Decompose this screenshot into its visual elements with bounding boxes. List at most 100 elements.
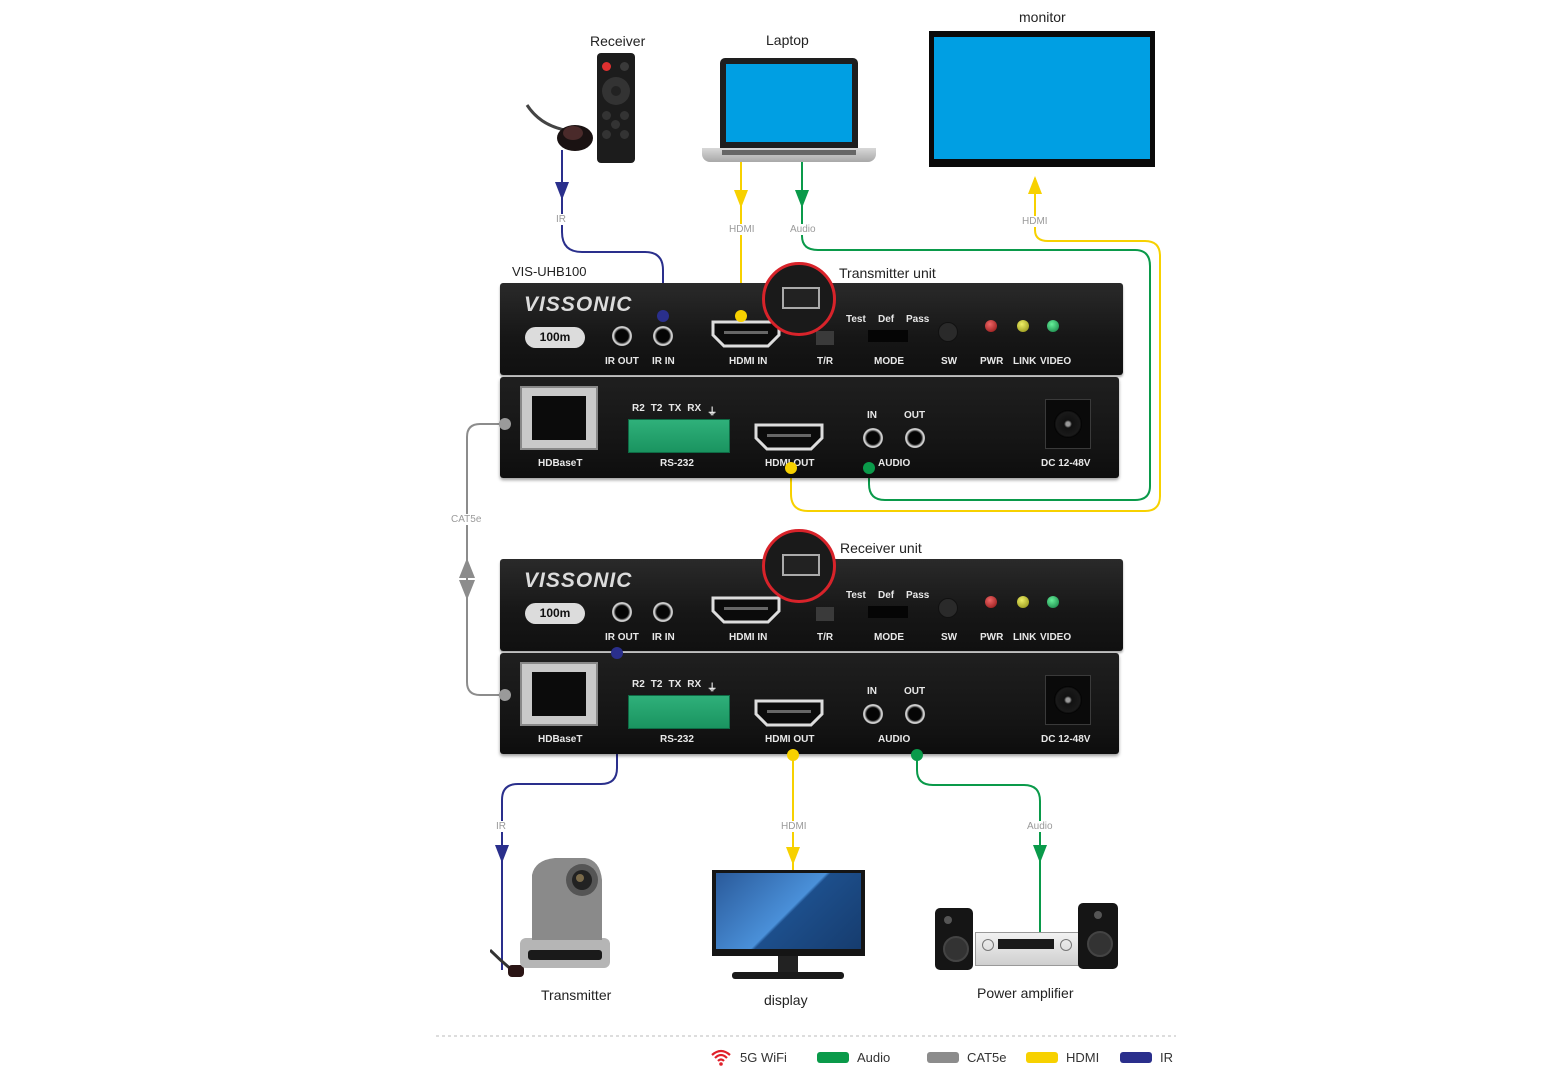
distance-badge: 100m [525,603,585,624]
pwr-led [985,596,997,608]
audio-label: AUDIO [878,734,911,745]
audio-out-port[interactable] [905,428,925,448]
audio-out-port[interactable] [905,704,925,724]
wire-label-ir-top: IR [555,214,567,225]
tr-label: T/R [817,632,834,643]
hdbaset-port[interactable] [520,662,598,726]
tr-label: T/R [817,356,834,367]
sw-button[interactable] [938,598,958,618]
link-led [1017,596,1029,608]
legend-label-audio: Audio [857,1049,891,1065]
hdmi-out-port[interactable] [753,422,825,452]
pin-r2-label: R2 [632,679,645,690]
dc-power-port[interactable] [1045,399,1091,449]
legend-item-ir: IR [1120,1049,1173,1065]
wire-label-audio-laptop: Audio [789,224,817,235]
sw-label: SW [941,356,958,367]
remote-control-icon [597,53,635,163]
pin-tx-label: TX [668,403,682,414]
audio-in-port[interactable] [863,704,883,724]
hdbaset-label: HDBaseT [538,734,583,745]
mode-def-label: Def [878,590,895,601]
mode-switch[interactable] [868,606,908,618]
right-speaker-icon [1078,903,1118,969]
dc-label: DC 12-48V [1041,458,1091,469]
brand-logo: VISSONIC [524,293,633,316]
link-label: LINK [1013,356,1037,367]
mode-pass-label: Pass [906,314,930,325]
ptz-camera-icon [490,858,610,977]
legend-label-wifi: 5G WiFi [740,1049,787,1065]
laptop-base [702,148,876,162]
ground-icon: ⏚ [707,407,718,418]
tr-switch[interactable] [816,331,834,345]
audio-in-port[interactable] [863,428,883,448]
legend-swatch-cat5e [927,1051,959,1063]
arrow-ir-top [555,182,569,200]
wire-label-hdmi-laptop: HDMI [728,224,756,235]
wifi-icon [711,1049,731,1066]
rs232-terminal[interactable] [628,419,730,453]
arrow-hdmi-display [786,847,800,865]
video-led [1047,596,1059,608]
ir-out-port[interactable] [612,602,632,622]
ir-in-port[interactable] [653,602,673,622]
distance-badge: 100m [525,327,585,348]
device-label-camera: Transmitter [541,987,612,1003]
hdmi-in-label: HDMI IN [729,632,768,643]
mode-def-label: Def [878,314,895,325]
receiver-unit-label: Receiver unit [840,540,922,556]
wire-label-ir-bottom: IR [495,821,507,832]
monitor-icon [929,31,1155,167]
device-label-receiver: Receiver [590,33,646,49]
ir-out-label: IR OUT [605,356,639,367]
legend-item-hdmi: HDMI [1026,1049,1099,1065]
sw-button[interactable] [938,322,958,342]
amplifier-icon [975,932,1079,966]
legend-swatch-audio [817,1051,849,1063]
legend-item-audio: Audio [817,1049,890,1065]
link-led [1017,320,1029,332]
mode-label: MODE [874,356,904,367]
hdbaset-port[interactable] [520,386,598,450]
device-label-display: display [764,992,808,1008]
dc-power-port[interactable] [1045,675,1091,725]
wire-label-cat5e: CAT5e [450,514,483,525]
hdbaset-label: HDBaseT [538,458,583,469]
legend-item-cat5e: CAT5e [927,1049,1007,1065]
arrow-hdmi-monitor [1028,176,1042,194]
hdmi-out-port[interactable] [753,698,825,728]
mode-switch[interactable] [868,330,908,342]
rs232-label: RS-232 [660,734,694,745]
brand-logo: VISSONIC [524,569,633,592]
display-icon [712,870,865,956]
rs232-pin-labels: R2 T2 TX RX ⏚ [632,679,717,694]
device-label-laptop: Laptop [766,32,809,48]
pwr-led [985,320,997,332]
ir-in-port[interactable] [653,326,673,346]
device-label-monitor: monitor [1019,9,1066,25]
video-label: VIDEO [1040,356,1072,367]
device-label-amplifier: Power amplifier [977,985,1074,1001]
arrow-ir-bottom [495,845,509,863]
ir-out-port[interactable] [612,326,632,346]
mode-test-label: Test [846,590,866,601]
tr-switch[interactable] [816,607,834,621]
rx-rear-panel: R2 T2 TX RX ⏚ IN OUT HDBaseT RS-232 HDMI… [500,653,1119,754]
rs232-terminal[interactable] [628,695,730,729]
rs232-label: RS-232 [660,458,694,469]
video-label: VIDEO [1040,632,1072,643]
laptop-icon [720,58,858,148]
hdmi-out-label: HDMI OUT [765,458,815,469]
mode-pass-label: Pass [906,590,930,601]
arrow-cat5e-up [459,558,475,578]
hdmi-in-port[interactable] [710,595,782,625]
hdmi-out-label: HDMI OUT [765,734,815,745]
audio-out-label: OUT [904,410,926,421]
tr-switch-callout [762,529,836,603]
pin-tx-label: TX [668,679,682,690]
pin-t2-label: T2 [650,403,663,414]
transmitter-unit-label: Transmitter unit [839,265,936,281]
sw-label: SW [941,632,958,643]
legend-label-cat5e: CAT5e [967,1049,1007,1065]
